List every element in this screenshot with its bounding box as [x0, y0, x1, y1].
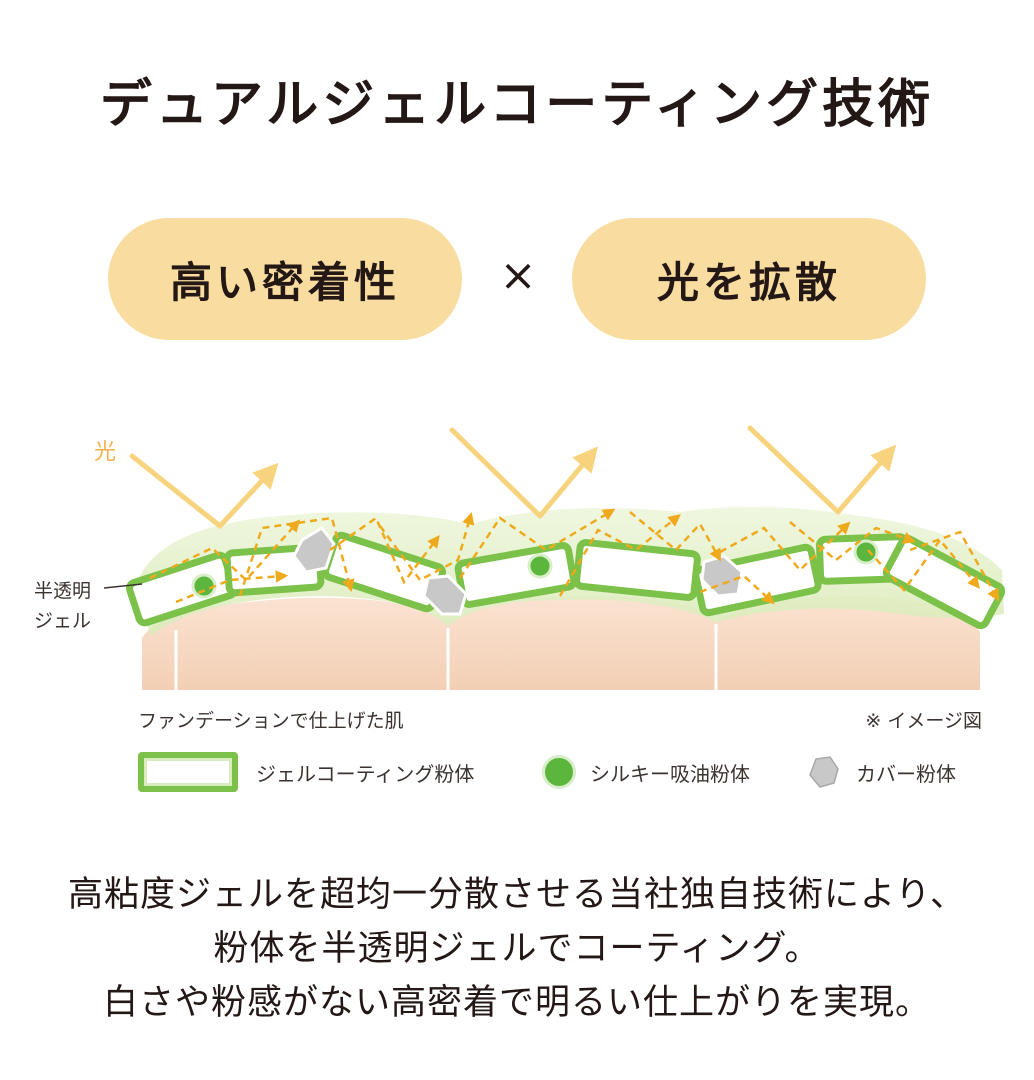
legend-silky-powder-label: シルキー吸油粉体	[590, 761, 750, 786]
light-rays	[129, 425, 897, 529]
adhesion-pill: 高い密着性	[108, 218, 462, 340]
legend-silky-powder: シルキー吸油粉体	[542, 752, 750, 792]
description-line-2: 粉体を半透明ジェルでコーティング。	[213, 929, 821, 969]
diffusion-pill-label: 光を拡散	[656, 257, 841, 307]
light-label: 光	[94, 440, 117, 465]
image-note: ※ イメージ図	[865, 710, 982, 732]
cover-hex-2	[422, 574, 468, 616]
description-line-3: 白さや粉感がない高密着で明るい仕上がりを実現。	[102, 983, 931, 1023]
page-title: デュアルジェルコーティング技術	[99, 75, 935, 135]
gel-powder-8	[882, 534, 1006, 630]
cover-hex-1	[292, 526, 336, 574]
cover-hex-3	[700, 554, 744, 598]
legend-cover-powder-label: カバー粉体	[856, 761, 956, 786]
gel-label-line2: ジェル	[34, 610, 92, 632]
gel-powder-5	[573, 539, 701, 601]
legend-gel-powder: ジェルコーティング粉体	[138, 752, 474, 792]
gel-powder-icon	[138, 752, 238, 792]
silky-dot-3	[853, 539, 879, 565]
adhesion-pill-label: 高い密着性	[169, 257, 400, 307]
legend-cover-powder: カバー粉体	[806, 752, 956, 792]
skin-layer	[142, 595, 980, 690]
cover-powder-icon	[809, 756, 839, 788]
description-line-1: 高粘度ジェルを超均一分散させる当社独自技術により、	[68, 875, 966, 915]
diffusion-pill: 光を拡散	[572, 218, 926, 340]
translucent-gel-label: 半透明 ジェル	[34, 576, 91, 636]
silky-powders	[191, 539, 879, 599]
silky-powder-icon	[542, 755, 576, 789]
multiply-sign: ×	[499, 250, 537, 301]
gel-label-leader	[103, 583, 143, 589]
coating-diagram	[103, 425, 1006, 690]
skin-caption: ファンデーションで仕上げた肌	[138, 710, 404, 732]
silky-dot-2	[527, 553, 553, 579]
silky-dot-1	[191, 573, 217, 599]
scattered-light	[149, 508, 1000, 605]
gel-label-line1: 半透明	[34, 580, 92, 602]
cover-powders	[292, 526, 744, 616]
legend-gel-powder-label: ジェルコーティング粉体	[256, 761, 475, 786]
